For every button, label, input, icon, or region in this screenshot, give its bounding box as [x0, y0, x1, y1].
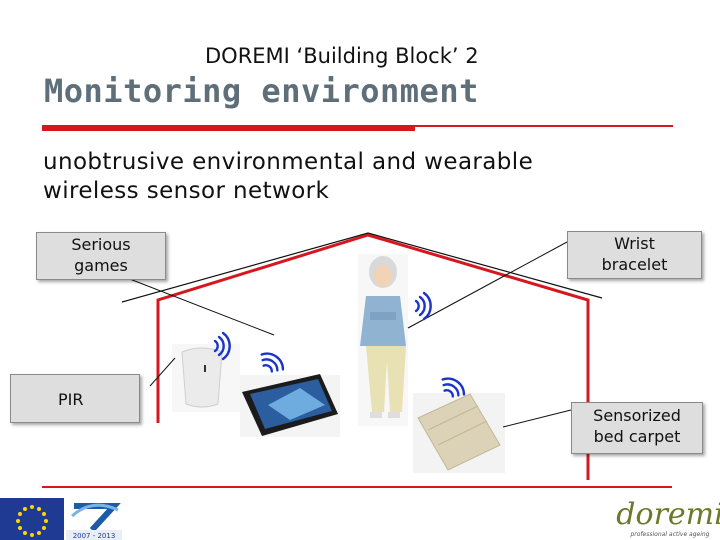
body-line-2: wireless sensor network — [43, 178, 330, 204]
serious-games-line-1: Serious — [71, 235, 131, 254]
bed-carpet-label: Sensorized bed carpet — [571, 402, 703, 454]
serious-games-line-2: games — [74, 256, 128, 275]
tablet-image — [240, 374, 340, 437]
pir-label-text: PIR — [58, 390, 84, 409]
wifi-signal-icon — [213, 331, 231, 361]
wrist-connector — [407, 241, 568, 329]
slide-body-text: unobtrusive environmental and wearable w… — [43, 148, 533, 206]
doremi-logo-icon: doremi professional active ageing — [616, 497, 720, 538]
eu-flag-icon — [0, 498, 64, 540]
bed-carpet-line-1: Sensorized — [593, 406, 681, 425]
pir-sensor-image — [172, 344, 240, 412]
wrist-bracelet-line-2: bracelet — [601, 255, 668, 274]
bed-carpet-line-2: bed carpet — [593, 427, 681, 446]
wifi-signal-icon — [441, 377, 466, 398]
elderly-woman-image — [358, 254, 408, 426]
body-line-1: unobtrusive environmental and wearable — [43, 149, 534, 175]
title-underline-thin — [415, 125, 673, 127]
slide-subtitle: DOREMI ‘Building Block’ 2 — [205, 44, 479, 68]
doremi-logo-text: doremi — [616, 497, 720, 532]
wifi-signal-icon — [260, 352, 285, 373]
house-outline — [156, 233, 590, 480]
roof-line — [121, 232, 603, 303]
footer-logos: 2007 - 2013 doremi professional active a… — [0, 497, 720, 540]
serious-games-label: Serious games — [36, 232, 166, 280]
fp7-years-text: 2007 - 2013 — [73, 532, 116, 540]
bed-carpet-image — [413, 393, 505, 473]
carpet-connector — [502, 409, 572, 428]
serious-games-connector — [121, 275, 275, 336]
wrist-bracelet-line-1: Wrist — [614, 234, 655, 253]
slide-title: Monitoring environment — [44, 72, 479, 110]
wrist-bracelet-label: Wrist bracelet — [567, 231, 702, 279]
fp7-logo-icon: 2007 - 2013 — [66, 498, 122, 540]
wifi-signal-icon — [414, 291, 432, 321]
title-underline-thick — [42, 125, 415, 131]
doremi-tagline: professional active ageing — [630, 531, 710, 538]
pir-label: PIR — [10, 374, 140, 423]
pir-connector — [149, 357, 176, 387]
footer-rule — [42, 486, 672, 488]
